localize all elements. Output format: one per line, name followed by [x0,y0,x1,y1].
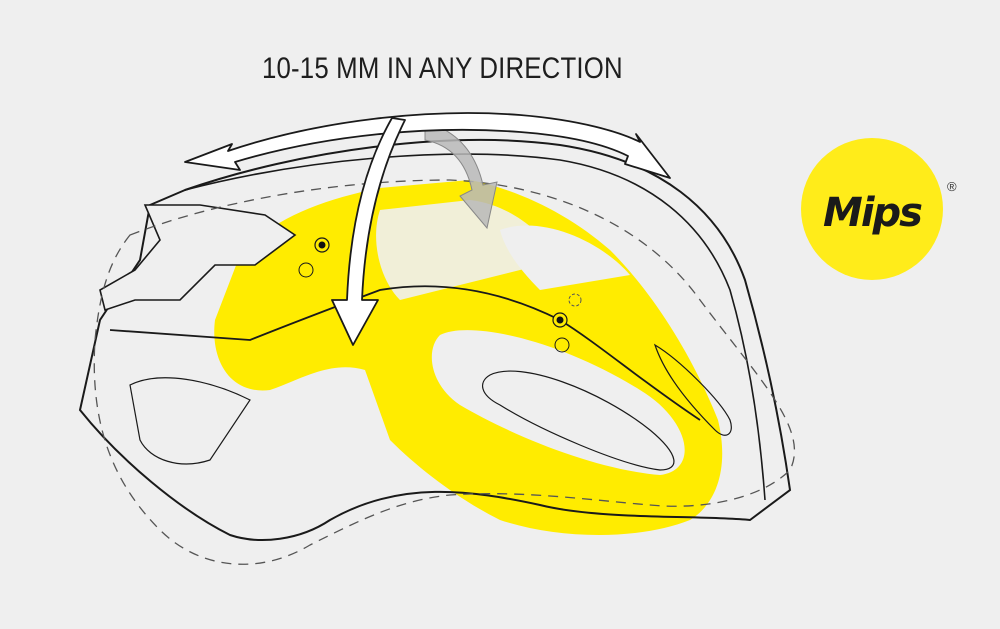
vent-cutout-2 [376,200,560,300]
helmet-shell [78,139,792,541]
anchor-front [298,237,330,278]
down-arrow [331,117,406,346]
anchor-rear [552,293,582,353]
vent-cutout [431,330,685,475]
rotation-arrow [424,121,498,230]
mips-logo: Mips [801,138,943,280]
vent-cutout-3 [500,225,630,290]
registered-mark: ® [947,179,957,194]
mips-logo-text: Mips [823,190,923,236]
helmet-front [99,204,297,312]
inner-band [109,285,701,421]
dashed-liner [93,179,796,565]
caption: 10-15 MM IN ANY DIRECTION [262,52,623,85]
